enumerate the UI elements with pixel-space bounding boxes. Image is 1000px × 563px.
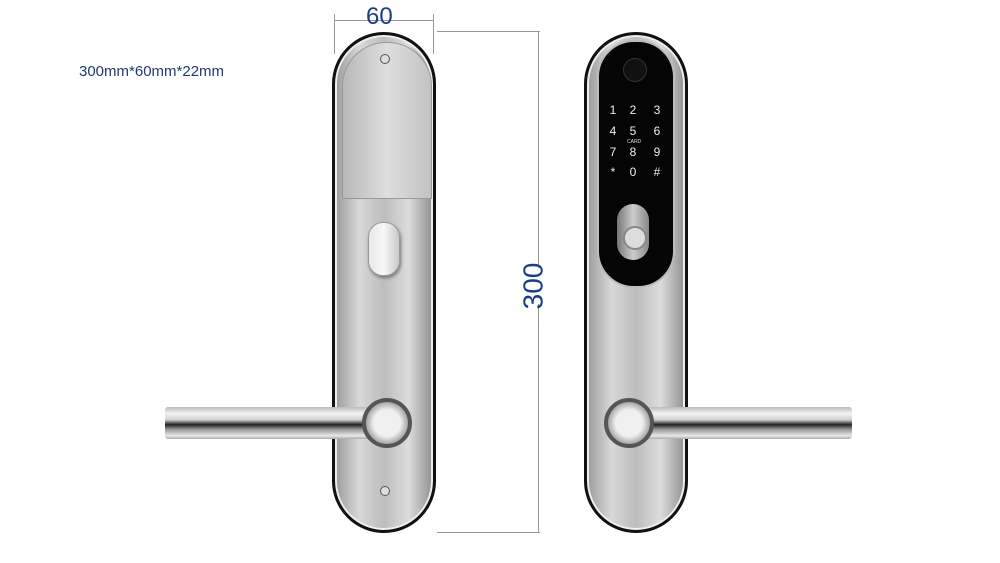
- key-hash[interactable]: #: [653, 165, 661, 179]
- key-6[interactable]: 6: [653, 124, 661, 138]
- screw-icon: [380, 486, 390, 496]
- width-dimension-label: 60: [366, 3, 393, 30]
- height-label-bg: [522, 268, 556, 304]
- left-lever-handle[interactable]: [165, 407, 385, 439]
- key-star[interactable]: *: [610, 165, 616, 179]
- width-ext-left: [334, 14, 335, 54]
- fingerprint-sensor[interactable]: [623, 58, 647, 82]
- key-1[interactable]: 1: [609, 103, 617, 117]
- screw-icon: [380, 54, 390, 64]
- key-3[interactable]: 3: [653, 103, 661, 117]
- key-0[interactable]: 0: [629, 165, 637, 179]
- right-lever-handle[interactable]: [628, 407, 852, 439]
- key-2[interactable]: 2: [629, 103, 637, 117]
- battery-cover: [342, 42, 432, 199]
- key-4[interactable]: 4: [609, 124, 617, 138]
- key-5[interactable]: 5: [629, 124, 637, 138]
- height-dimension-label: 300: [517, 262, 549, 310]
- thumb-turn[interactable]: [368, 222, 400, 276]
- keyhole-icon[interactable]: [623, 226, 647, 250]
- height-ext-top: [437, 31, 540, 32]
- width-dimension-line: [334, 20, 434, 21]
- key-9[interactable]: 9: [653, 145, 661, 159]
- key-7[interactable]: 7: [609, 145, 617, 159]
- height-ext-bottom: [437, 532, 540, 533]
- right-handle-rose: [604, 398, 654, 448]
- width-ext-right: [433, 14, 434, 54]
- left-handle-rose: [362, 398, 412, 448]
- key-8[interactable]: 8: [629, 145, 637, 159]
- card-label: CARD: [627, 139, 642, 145]
- spec-dimensions-text: 300mm*60mm*22mm: [79, 63, 225, 80]
